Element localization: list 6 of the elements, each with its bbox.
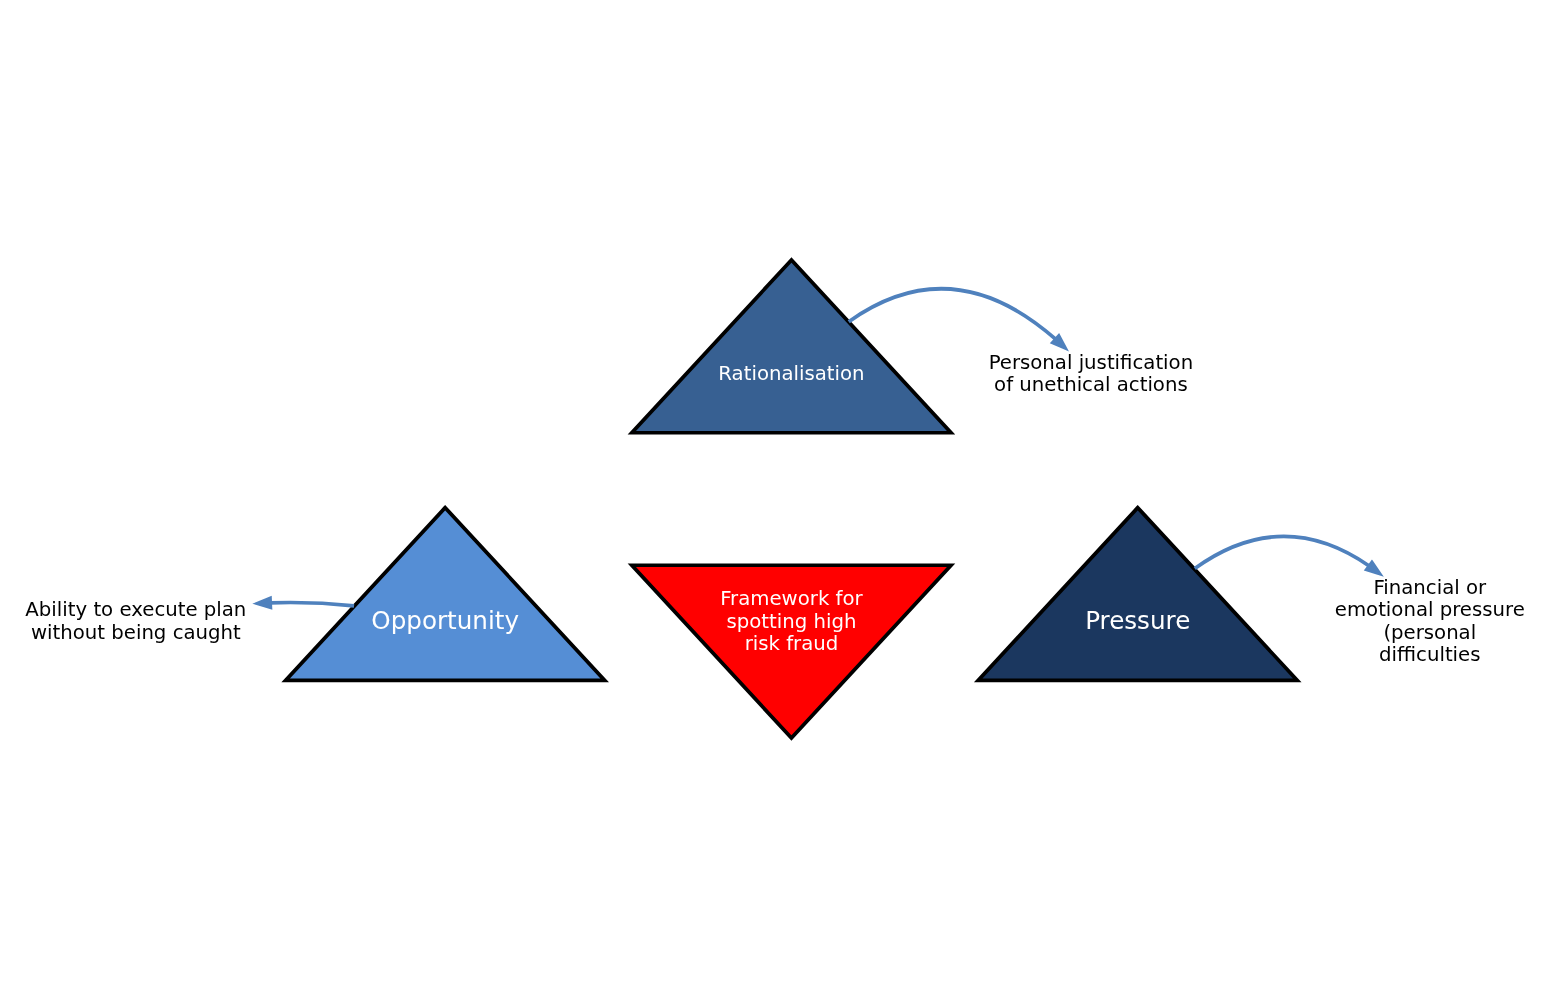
node-text: Financial or emotional pressure (personal difficulties: [1334, 576, 1525, 666]
arrow: [847, 287, 1069, 352]
node-text: Personal justification of unethical actions: [988, 350, 1194, 396]
arrow: [1193, 534, 1384, 577]
arrow: [252, 595, 355, 610]
node-text: Ability to execute plan without being caught: [25, 598, 247, 644]
